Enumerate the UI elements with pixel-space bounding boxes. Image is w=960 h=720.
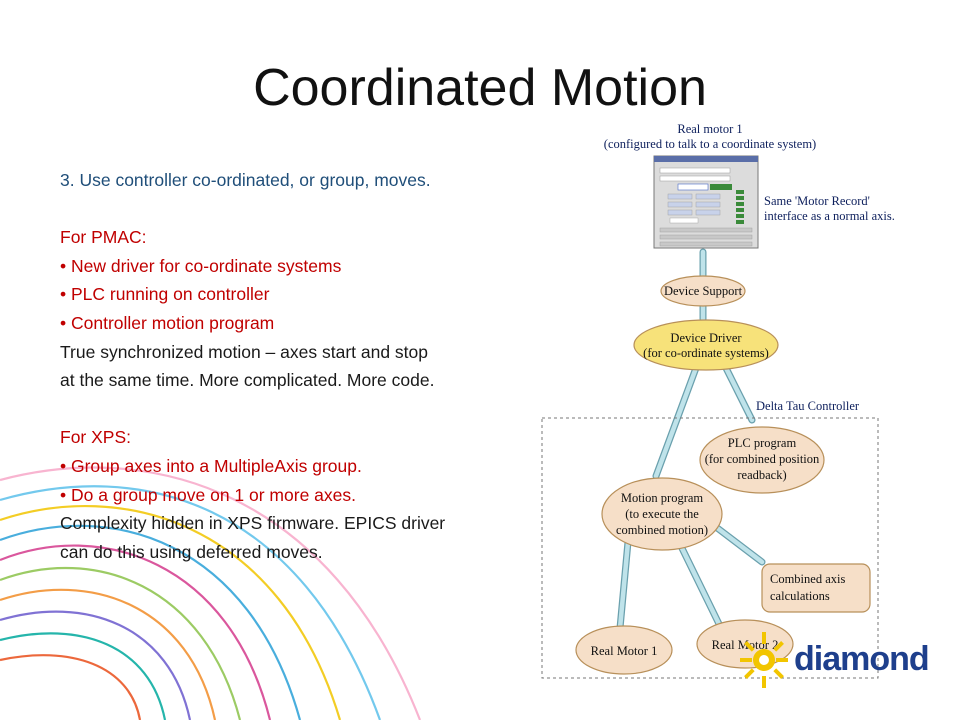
motion-program-label-line1: Motion program xyxy=(621,491,704,505)
delta-tau-controller-box xyxy=(541,417,879,679)
device-support-node xyxy=(660,275,746,307)
plc-program-node xyxy=(699,426,825,494)
device-driver-node xyxy=(633,319,779,371)
plc-program-label-line1: PLC program xyxy=(728,436,797,450)
body-line: can do this using deferred moves. xyxy=(60,541,323,562)
body-line: 3. Use controller co-ordinated, or group… xyxy=(60,170,431,190)
delta-tau-controller-label: Delta Tau Controller xyxy=(756,399,860,413)
body-line: Complexity hidden in XPS firmware. EPICS… xyxy=(60,513,446,534)
motor-record-note-line2: interface as a normal axis. xyxy=(764,209,895,223)
slide-title: Coordinated Motion xyxy=(253,59,707,117)
body-line: True synchronized motion – axes start an… xyxy=(60,341,429,362)
real-motor-caption-line2: (configured to talk to a coordinate syst… xyxy=(604,137,816,151)
body-line: • Do a group move on 1 or more axes. xyxy=(60,484,356,505)
motion-program-node xyxy=(601,477,723,551)
diamond-logo-text: diamond xyxy=(794,640,930,678)
slide-body-text: 3. Use controller co-ordinated, or group… xyxy=(60,166,550,566)
device-driver-label-line1: Device Driver xyxy=(670,331,742,345)
real-motor-1-node xyxy=(575,625,673,675)
motor-record-panel xyxy=(653,155,759,249)
body-line: For XPS: xyxy=(60,427,131,448)
motor-record-note-line1: Same 'Motor Record' xyxy=(764,194,870,208)
diamond-logo-icon xyxy=(740,632,788,688)
plc-program-label-line2: (for combined position xyxy=(705,452,820,466)
body-spacer xyxy=(60,195,550,224)
motion-program-label-line3: combined motion) xyxy=(616,523,708,537)
device-driver-label-line2: (for co-ordinate systems) xyxy=(643,346,769,360)
real-motor-caption-line1: Real motor 1 xyxy=(677,122,742,136)
motion-program-label-line2: (to execute the xyxy=(625,507,699,521)
body-line: • Group axes into a MultipleAxis group. xyxy=(60,455,362,476)
body-line: For PMAC: xyxy=(60,227,147,248)
device-support-label: Device Support xyxy=(664,284,743,298)
body-line: • PLC running on controller xyxy=(60,284,270,305)
combined-axis-label-line1: Combined axis xyxy=(770,572,845,586)
plc-program-label-line3: readback) xyxy=(737,468,786,482)
combined-axis-node xyxy=(761,563,871,613)
real-motor-1-label: Real Motor 1 xyxy=(591,644,658,658)
body-line: • New driver for co-ordinate systems xyxy=(60,255,342,276)
diagram-arrow-fills xyxy=(617,249,765,631)
body-line: • Controller motion program xyxy=(60,312,275,333)
body-spacer xyxy=(60,395,550,424)
combined-axis-label-line2: calculations xyxy=(770,589,830,603)
architecture-diagram: Real motor 1 (configured to talk to a co… xyxy=(541,122,895,679)
real-motor-2-label: Real Motor 2 xyxy=(712,638,779,652)
body-line: at the same time. More complicated. More… xyxy=(60,370,435,391)
